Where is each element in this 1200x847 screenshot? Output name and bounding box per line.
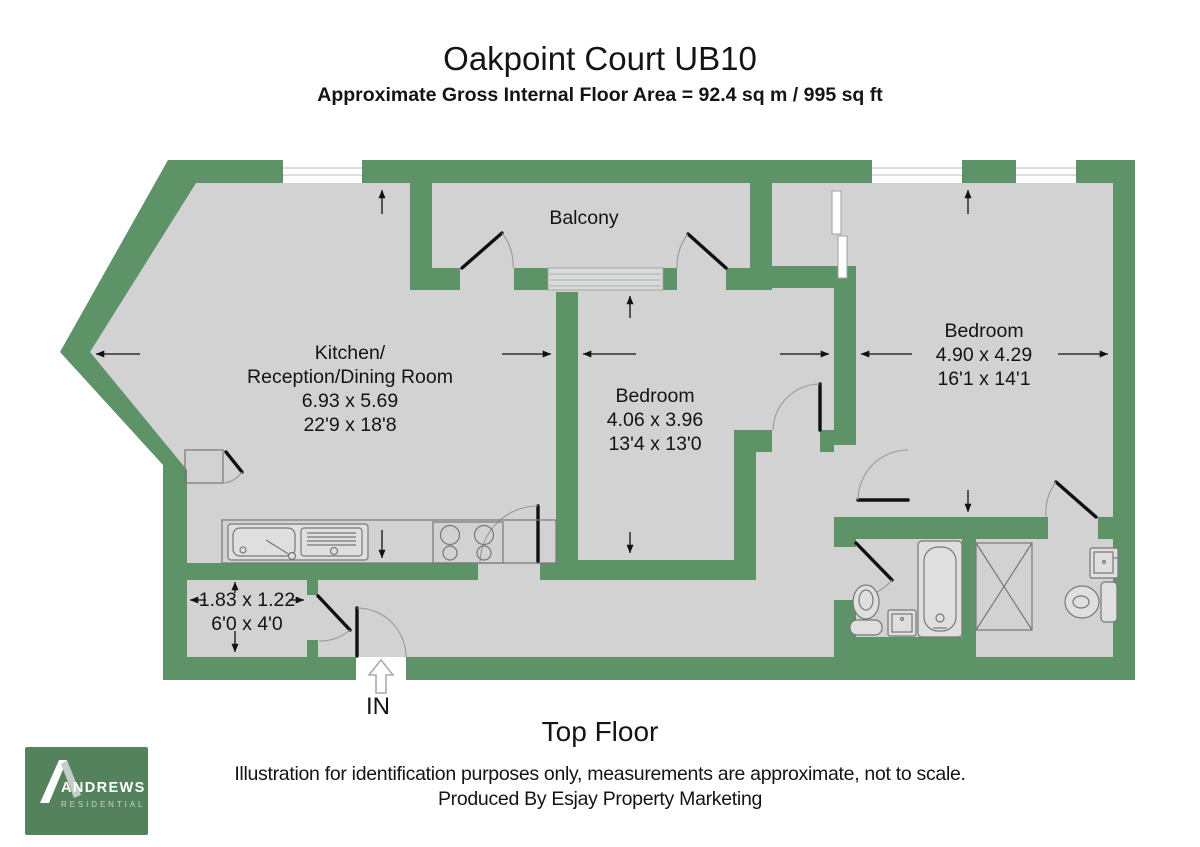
room-label-kitchen: Kitchen/ Reception/Dining Room 6.93 x 5.… (247, 342, 453, 436)
svg-text:Bedroom: Bedroom (615, 385, 694, 407)
page-title: Oakpoint Court UB10 (443, 40, 757, 77)
disclaimer-line1: Illustration for identification purposes… (234, 763, 965, 785)
ensuite-basin-symbol (1089, 547, 1120, 579)
page-subtitle: Approximate Gross Internal Floor Area = … (317, 84, 883, 106)
kitchen-hob-symbol (432, 521, 504, 564)
logo-roof-icon (40, 760, 81, 803)
svg-text:Bedroom: Bedroom (944, 320, 1023, 342)
logo-brand: ANDREWS (61, 780, 146, 796)
ensuite-toilet-symbol (1064, 581, 1118, 623)
logo-division: RESIDENTIAL (61, 800, 145, 809)
entrance-arrow-icon (367, 658, 395, 694)
bathtub-symbol (917, 540, 963, 638)
dimension-arrows (95, 189, 1109, 653)
kitchen-dim-imperial: 22'9 x 18'8 (303, 414, 396, 436)
family-basin-symbol (887, 609, 917, 637)
room-label-bedroom-right: Bedroom 4.90 x 4.29 16'1 x 14'1 (936, 320, 1033, 390)
floor-label: Top Floor (542, 716, 659, 747)
kitchen-dim-metric: 6.93 x 5.69 (302, 390, 399, 412)
doors (223, 231, 1098, 642)
entrance (355, 606, 407, 694)
disclaimer-line2: Produced By Esjay Property Marketing (438, 788, 762, 810)
family-toilet-symbol (849, 584, 883, 636)
bedroom-middle-dim-metric: 4.06 x 3.96 (607, 409, 704, 431)
window-bedroom-right-1 (872, 160, 962, 183)
store-dim-imperial: 6'0 x 4'0 (211, 613, 283, 635)
room-label-balcony: Balcony (549, 207, 619, 229)
entrance-label: IN (366, 693, 390, 720)
shower-symbol (975, 542, 1033, 631)
svg-text:Reception/Dining Room: Reception/Dining Room (247, 366, 453, 388)
agency-logo: ANDREWS RESIDENTIAL (25, 747, 148, 835)
kitchen-sink-symbol (227, 523, 369, 561)
room-label-bedroom-middle: Bedroom 4.06 x 3.96 13'4 x 13'0 (607, 385, 704, 455)
window-bedroom-right-2 (1016, 160, 1076, 183)
svg-text:Kitchen/: Kitchen/ (315, 342, 386, 364)
bedroom-middle-dim-imperial: 13'4 x 13'0 (608, 433, 701, 455)
window-kitchen (283, 160, 362, 183)
balcony-step (547, 267, 664, 291)
window-balcony-return (831, 190, 848, 279)
kitchen-counter-symbol (184, 449, 557, 564)
bedroom-right-dim-imperial: 16'1 x 14'1 (937, 368, 1030, 390)
room-label-store: 1.83 x 1.22 6'0 x 4'0 (199, 589, 296, 635)
bedroom-right-dim-metric: 4.90 x 4.29 (936, 344, 1033, 366)
store-dim-metric: 1.83 x 1.22 (199, 589, 296, 611)
interior-walls (187, 183, 1115, 680)
